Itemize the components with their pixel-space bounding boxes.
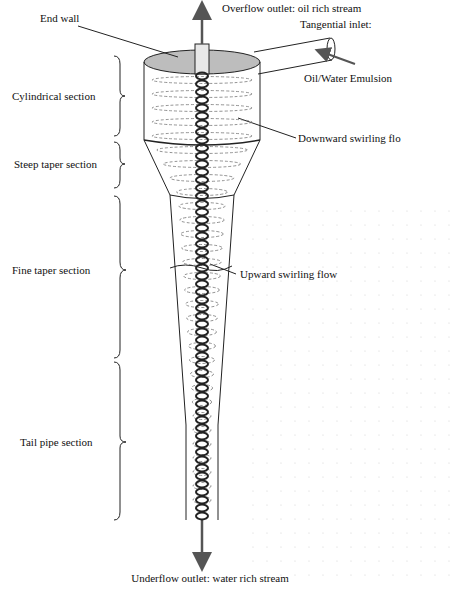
upward-helix <box>196 409 208 416</box>
upward-helix <box>196 473 208 480</box>
outlet-label: Underflow outlet: water rich stream <box>131 572 289 585</box>
upward-helix <box>196 273 208 280</box>
upward-helix <box>196 121 208 128</box>
flow-label: Upward swirling flow <box>240 268 337 281</box>
upward-helix <box>196 137 208 144</box>
upward-helix <box>196 209 208 216</box>
upward-helix <box>196 289 208 296</box>
section-label: Fine taper section <box>12 264 90 277</box>
upward-helix <box>196 321 208 328</box>
upward-helix <box>196 249 208 256</box>
upward-helix <box>196 481 208 488</box>
upward-helix <box>196 329 208 336</box>
outlet-label: Overflow outlet: oil rich stream <box>222 2 361 15</box>
downward-swirl <box>193 441 211 448</box>
upward-helix <box>196 89 208 96</box>
upward-helix <box>196 393 208 400</box>
downward-swirl <box>184 273 221 280</box>
inlet-label: Tangential inlet: <box>300 18 372 31</box>
downward-swirl <box>188 329 217 336</box>
upward-helix <box>196 129 208 136</box>
section-label: Cylindrical section <box>12 90 95 103</box>
upward-helix <box>196 217 208 224</box>
upward-helix <box>196 73 208 80</box>
upward-helix <box>196 449 208 456</box>
upward-helix <box>196 505 208 512</box>
upward-helix <box>196 177 208 184</box>
section-label: Tail pipe section <box>20 436 93 449</box>
upward-helix <box>196 241 208 248</box>
part-label: End wall <box>40 12 79 25</box>
downward-swirl <box>163 161 240 168</box>
upward-helix <box>196 305 208 312</box>
upward-helix <box>196 201 208 208</box>
upward-helix <box>196 257 208 264</box>
upward-helix <box>196 425 208 432</box>
downward-swirl <box>191 385 212 392</box>
downward-swirl <box>152 105 252 112</box>
upward-helix <box>196 433 208 440</box>
downward-swirl <box>193 497 211 504</box>
upward-helix <box>196 81 208 88</box>
upward-helix <box>196 385 208 392</box>
flow-label: Downward swirling flo <box>298 132 401 145</box>
upward-helix <box>196 377 208 384</box>
upward-helix <box>196 105 208 112</box>
upward-helix <box>196 489 208 496</box>
upward-helix <box>196 193 208 200</box>
upward-helix <box>196 313 208 320</box>
upward-helix <box>196 465 208 472</box>
upward-helix <box>196 281 208 288</box>
upward-helix <box>196 441 208 448</box>
upward-helix <box>196 265 208 272</box>
upward-helix <box>196 233 208 240</box>
upward-helix <box>196 457 208 464</box>
upward-helix <box>196 297 208 304</box>
upward-helix <box>196 345 208 352</box>
upward-helix <box>196 497 208 504</box>
upward-helix <box>196 401 208 408</box>
upward-helix <box>196 145 208 152</box>
downward-swirl <box>180 217 225 224</box>
upward-helix <box>196 113 208 120</box>
upward-helix <box>196 337 208 344</box>
upward-helix <box>196 225 208 232</box>
inlet-label: Oil/Water Emulsion <box>304 72 392 85</box>
upward-helix <box>196 161 208 168</box>
upward-helix <box>196 97 208 104</box>
upward-helix <box>196 185 208 192</box>
upward-helix <box>196 361 208 368</box>
upward-helix <box>196 417 208 424</box>
upward-helix <box>196 353 208 360</box>
upward-helix <box>196 369 208 376</box>
upward-helix <box>196 153 208 160</box>
section-label: Steep taper section <box>14 158 97 171</box>
upward-helix <box>196 169 208 176</box>
upward-helix <box>196 513 208 520</box>
